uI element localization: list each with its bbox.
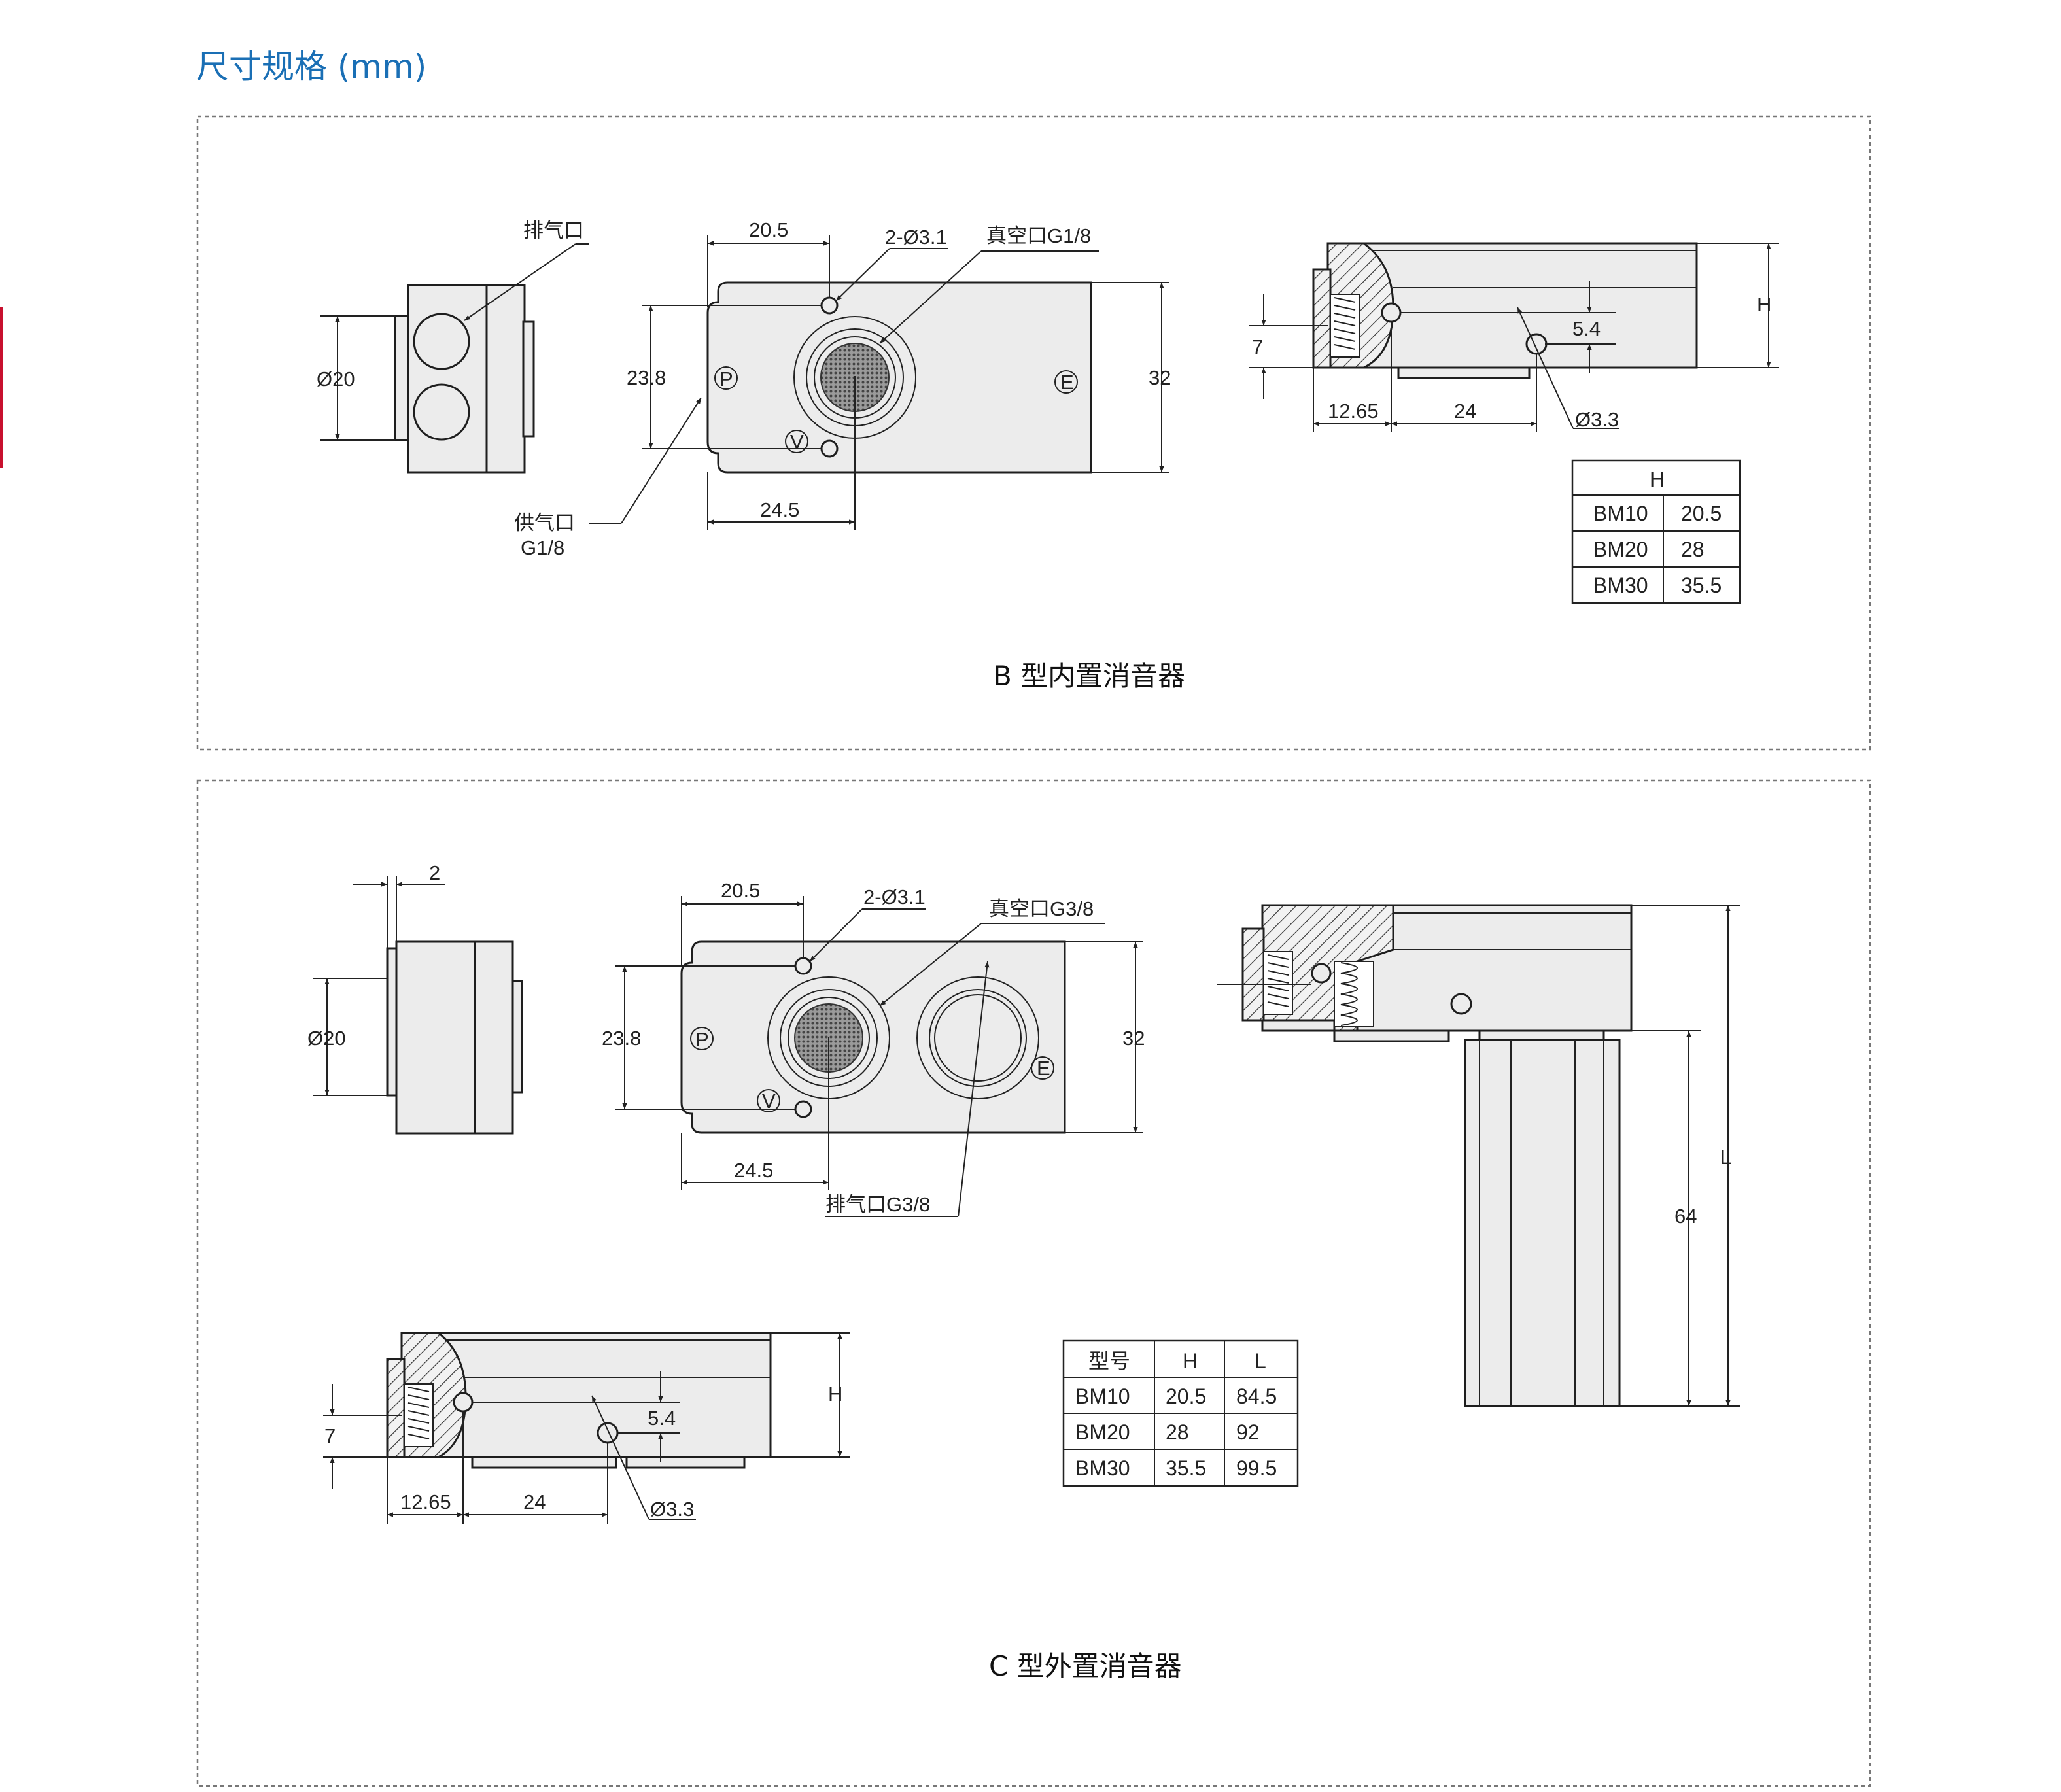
b-exhaust-port-label: 排气口 — [523, 219, 584, 242]
b-supply-port-label-1: 供气口 — [514, 511, 575, 534]
b-section-12-65: 12.65 — [1328, 400, 1379, 422]
b-front-24-5: 24.5 — [760, 498, 799, 521]
b-front-view: P V E 20.5 2-Ø3.1 真空口G1/8 23.8 32 24.5 — [514, 218, 1171, 559]
c-front-20-5: 20.5 — [721, 879, 760, 902]
c-table-row-3-model: BM30 — [1075, 1456, 1130, 1480]
b-section-24: 24 — [1454, 400, 1476, 422]
b-caption: B 型内置消音器 — [993, 660, 1185, 692]
c-table-row-3-h: 35.5 — [1166, 1456, 1206, 1480]
c-front-32: 32 — [1122, 1027, 1145, 1050]
c-holes-label: 2-Ø3.1 — [863, 886, 926, 908]
b-section-7: 7 — [1252, 336, 1263, 358]
c-table-row-2-l: 92 — [1236, 1421, 1260, 1444]
b-side-view: Ø20 排气口 — [317, 219, 589, 474]
c-dim-l: L — [1720, 1146, 1731, 1169]
c-table-header-model: 型号 — [1088, 1349, 1130, 1373]
c-front-23-8: 23.8 — [602, 1027, 641, 1050]
c-section-view: 7 5.4 H 12.65 24 Ø3.3 — [323, 1332, 850, 1524]
b-mark-e: E — [1060, 371, 1074, 394]
accent-bar — [0, 307, 3, 468]
b-section-d3-3: Ø3.3 — [1575, 408, 1619, 431]
c-side-view: 2 Ø20 — [307, 861, 523, 1135]
c-external-silencer-view: 64 L — [1217, 904, 1740, 1407]
c-table-row-2-model: BM20 — [1075, 1421, 1130, 1444]
b-table-row-1-model: BM10 — [1593, 502, 1648, 525]
c-table-row-3-l: 99.5 — [1236, 1456, 1277, 1480]
c-side-2: 2 — [429, 861, 440, 884]
panel-b-frame — [196, 115, 1871, 751]
c-table-row-1-model: BM10 — [1075, 1385, 1130, 1408]
b-mark-p: P — [719, 368, 733, 390]
c-section-7: 7 — [324, 1424, 336, 1447]
page-title: 尺寸规格 (mm) — [196, 48, 427, 86]
b-table-row-1-h: 20.5 — [1681, 502, 1722, 525]
c-mark-e: E — [1037, 1057, 1050, 1080]
b-front-32: 32 — [1149, 366, 1171, 389]
c-front-view: P V E 20.5 2-Ø3.1 真空口G3/8 23.8 32 24.5 — [602, 879, 1145, 1217]
c-vacuum-port-label: 真空口G3/8 — [989, 897, 1094, 920]
b-table-header: H — [1650, 468, 1665, 491]
b-section-5-4: 5.4 — [1572, 317, 1601, 340]
c-section-12-65: 12.65 — [400, 1490, 451, 1513]
c-mark-v: V — [762, 1090, 776, 1112]
b-table-row-2-model: BM20 — [1593, 538, 1648, 561]
b-mark-v: V — [790, 430, 804, 453]
c-section-24: 24 — [523, 1490, 546, 1513]
c-table-header-h: H — [1183, 1349, 1198, 1373]
c-model-table: 型号 H L BM10 20.5 84.5 BM20 28 92 BM30 35… — [1062, 1339, 1299, 1487]
b-front-20-5: 20.5 — [749, 218, 788, 241]
c-side-d20: Ø20 — [307, 1027, 346, 1050]
c-table-row-2-h: 28 — [1166, 1421, 1189, 1444]
c-table-header-l: L — [1255, 1349, 1266, 1373]
c-section-5-4: 5.4 — [648, 1407, 676, 1430]
panel-c-frame — [196, 779, 1871, 1787]
c-exhaust-port-label: 排气口G3/8 — [825, 1193, 930, 1216]
b-table-row-2-h: 28 — [1681, 538, 1705, 561]
c-section-h: H — [828, 1383, 842, 1405]
c-mark-p: P — [695, 1028, 709, 1051]
b-supply-port-label-2: G1/8 — [521, 536, 564, 559]
c-table-row-1-l: 84.5 — [1236, 1385, 1277, 1408]
c-dim-64: 64 — [1674, 1205, 1697, 1228]
b-table-row-3-h: 35.5 — [1681, 574, 1722, 597]
c-table-row-1-h: 20.5 — [1166, 1385, 1206, 1408]
b-section-h: H — [1757, 293, 1771, 316]
c-front-24-5: 24.5 — [734, 1159, 773, 1182]
c-caption: C 型外置消音器 — [989, 1650, 1182, 1682]
b-h-table: H BM10 20.5 BM20 28 BM30 35.5 — [1571, 459, 1741, 604]
b-table-row-3-model: BM30 — [1593, 574, 1648, 597]
b-front-23-8: 23.8 — [627, 366, 666, 389]
b-side-d20: Ø20 — [317, 368, 355, 390]
b-vacuum-port-label: 真空口G1/8 — [986, 224, 1091, 247]
b-section-view: 7 5.4 H 12.65 24 Ø3.3 — [1249, 242, 1779, 432]
c-section-d3-3: Ø3.3 — [650, 1498, 694, 1521]
b-holes-label: 2-Ø3.1 — [885, 226, 947, 249]
